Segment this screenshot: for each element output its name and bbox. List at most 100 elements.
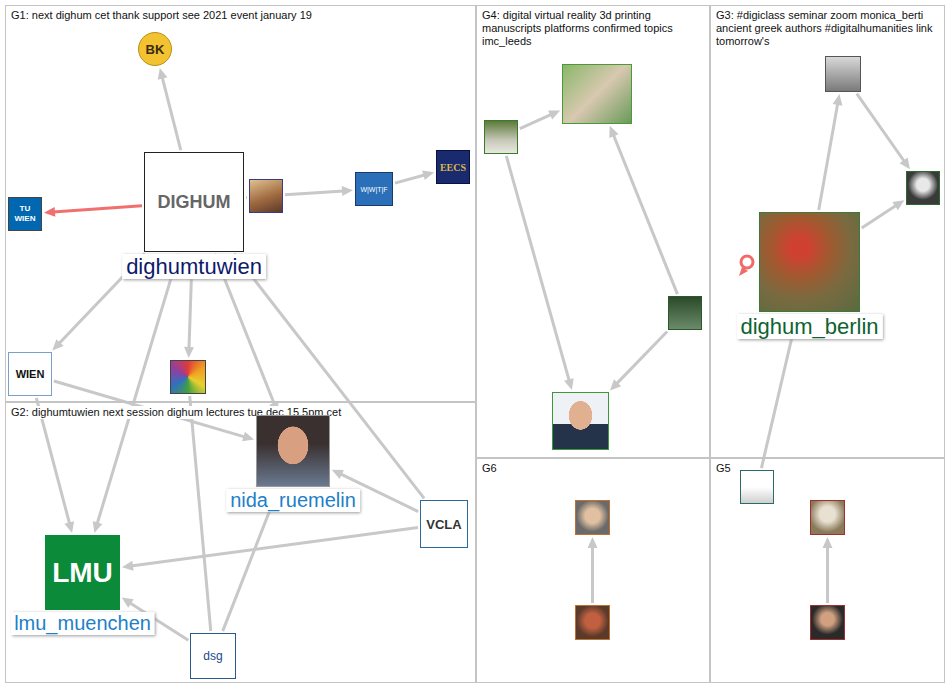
edge-connector	[609, 126, 677, 294]
group-heading: G1: next dighum cet thank support see 20…	[10, 9, 313, 22]
edge-connector	[93, 254, 179, 533]
edge-line	[506, 156, 569, 381]
avatar-node: WIEN	[8, 352, 52, 396]
avatar-node	[249, 179, 283, 213]
edge-connector	[520, 110, 560, 128]
group-heading: G6	[481, 462, 498, 475]
avatar-node	[810, 605, 845, 640]
arrow-head	[833, 94, 843, 106]
avatar-node	[562, 64, 632, 124]
edge-line	[862, 205, 897, 228]
logo-text: WIEN	[16, 368, 45, 380]
edge-line	[761, 323, 795, 468]
edge-connector	[862, 200, 905, 228]
node-label: lmu_muenchen	[10, 612, 155, 635]
edge-line	[285, 191, 344, 195]
node-label: dighumtuwien	[122, 254, 266, 279]
arrow-head	[900, 157, 910, 169]
arrow-head	[122, 561, 134, 571]
arrow-head	[548, 110, 560, 119]
arrow-head	[158, 68, 168, 80]
edge-line	[819, 103, 838, 210]
arrow-head	[52, 339, 63, 350]
edge-connector	[819, 94, 843, 210]
logo-text: TU WIEN	[9, 204, 41, 224]
edge-line	[395, 175, 425, 183]
avatar-node: DIGHUMdighumtuwien	[144, 152, 244, 252]
edge-line	[520, 114, 552, 128]
group-panel: G5	[710, 458, 945, 683]
avatar-node	[552, 392, 609, 450]
arrow-head	[332, 470, 344, 479]
logo-text: dsg	[203, 649, 222, 663]
edge-connector	[506, 156, 573, 390]
avatar-node	[668, 296, 702, 330]
edge-line	[162, 77, 181, 150]
avatar-node: EECS	[436, 150, 470, 184]
group-panel: G2: dighumtuwien next session dighum lec…	[5, 402, 476, 683]
arrow-head	[44, 207, 55, 217]
arrow-head	[892, 200, 904, 210]
arrow-head	[122, 598, 134, 608]
group-heading: G4: digital virtual reality 3d printing …	[481, 9, 705, 48]
avatar-node	[825, 56, 861, 92]
edge-connector	[823, 537, 833, 603]
arrow-head	[610, 379, 621, 390]
node-label: dighum_berlin	[736, 314, 882, 339]
edge-line	[616, 331, 667, 384]
edge-line	[131, 527, 418, 566]
self-loop-marker	[739, 256, 753, 276]
arrow-head	[184, 347, 194, 358]
arrow-head	[422, 170, 434, 180]
loop-head	[739, 267, 748, 276]
arrow-head	[64, 521, 74, 533]
avatar-node	[575, 605, 610, 640]
arrow-head	[588, 537, 598, 548]
group-heading: G5	[715, 462, 732, 475]
logo-text: VCLA	[426, 517, 461, 532]
edge-connector	[395, 170, 434, 183]
edge-line	[223, 497, 275, 631]
loop-ring	[741, 256, 753, 268]
edge-connector	[857, 94, 910, 170]
avatar-node: TU WIEN	[8, 197, 42, 231]
edge-connector	[44, 206, 142, 217]
edge-connector	[588, 537, 598, 603]
edge-line	[97, 254, 178, 525]
edge-connector	[158, 68, 181, 150]
arrow-head	[93, 521, 103, 533]
edge-connector	[285, 186, 353, 196]
edge-line	[591, 546, 594, 603]
edge-connector	[122, 527, 418, 570]
edge-line	[190, 396, 211, 631]
group-panel: G4: digital virtual reality 3d printing …	[476, 5, 710, 458]
edge-connector	[246, 197, 247, 198]
edge-line	[857, 94, 905, 162]
edge-line	[234, 254, 424, 499]
avatar-node	[906, 171, 940, 205]
avatar-node: LMUlmu_muenchen	[45, 535, 120, 610]
arrow-head	[823, 537, 833, 548]
logo-text: LMU	[52, 557, 113, 589]
avatar-node: nida_ruemelin	[256, 415, 330, 487]
avatar-node	[810, 500, 845, 535]
edge-line	[613, 134, 677, 294]
logo-text: W|W|T|F	[360, 186, 387, 193]
avatar-node: W|W|T|F	[355, 172, 393, 206]
arrow-head	[564, 378, 574, 390]
node-label: nida_ruemelin	[226, 489, 360, 512]
logo-text: BK	[146, 42, 165, 57]
avatar-node: VCLA	[420, 500, 468, 548]
edge-line	[53, 206, 142, 212]
avatar-node: dsg	[190, 633, 236, 679]
arrow-head	[242, 432, 254, 442]
group-panel: G1: next dighum cet thank support see 20…	[5, 5, 476, 402]
logo-text: DIGHUM	[158, 192, 231, 213]
avatar-node: dighum_berlin	[759, 212, 860, 312]
avatar-node: BK	[138, 32, 172, 66]
group-panel: G3: #digiclass seminar zoom monica_berti…	[710, 5, 945, 458]
avatar-node	[170, 360, 206, 394]
